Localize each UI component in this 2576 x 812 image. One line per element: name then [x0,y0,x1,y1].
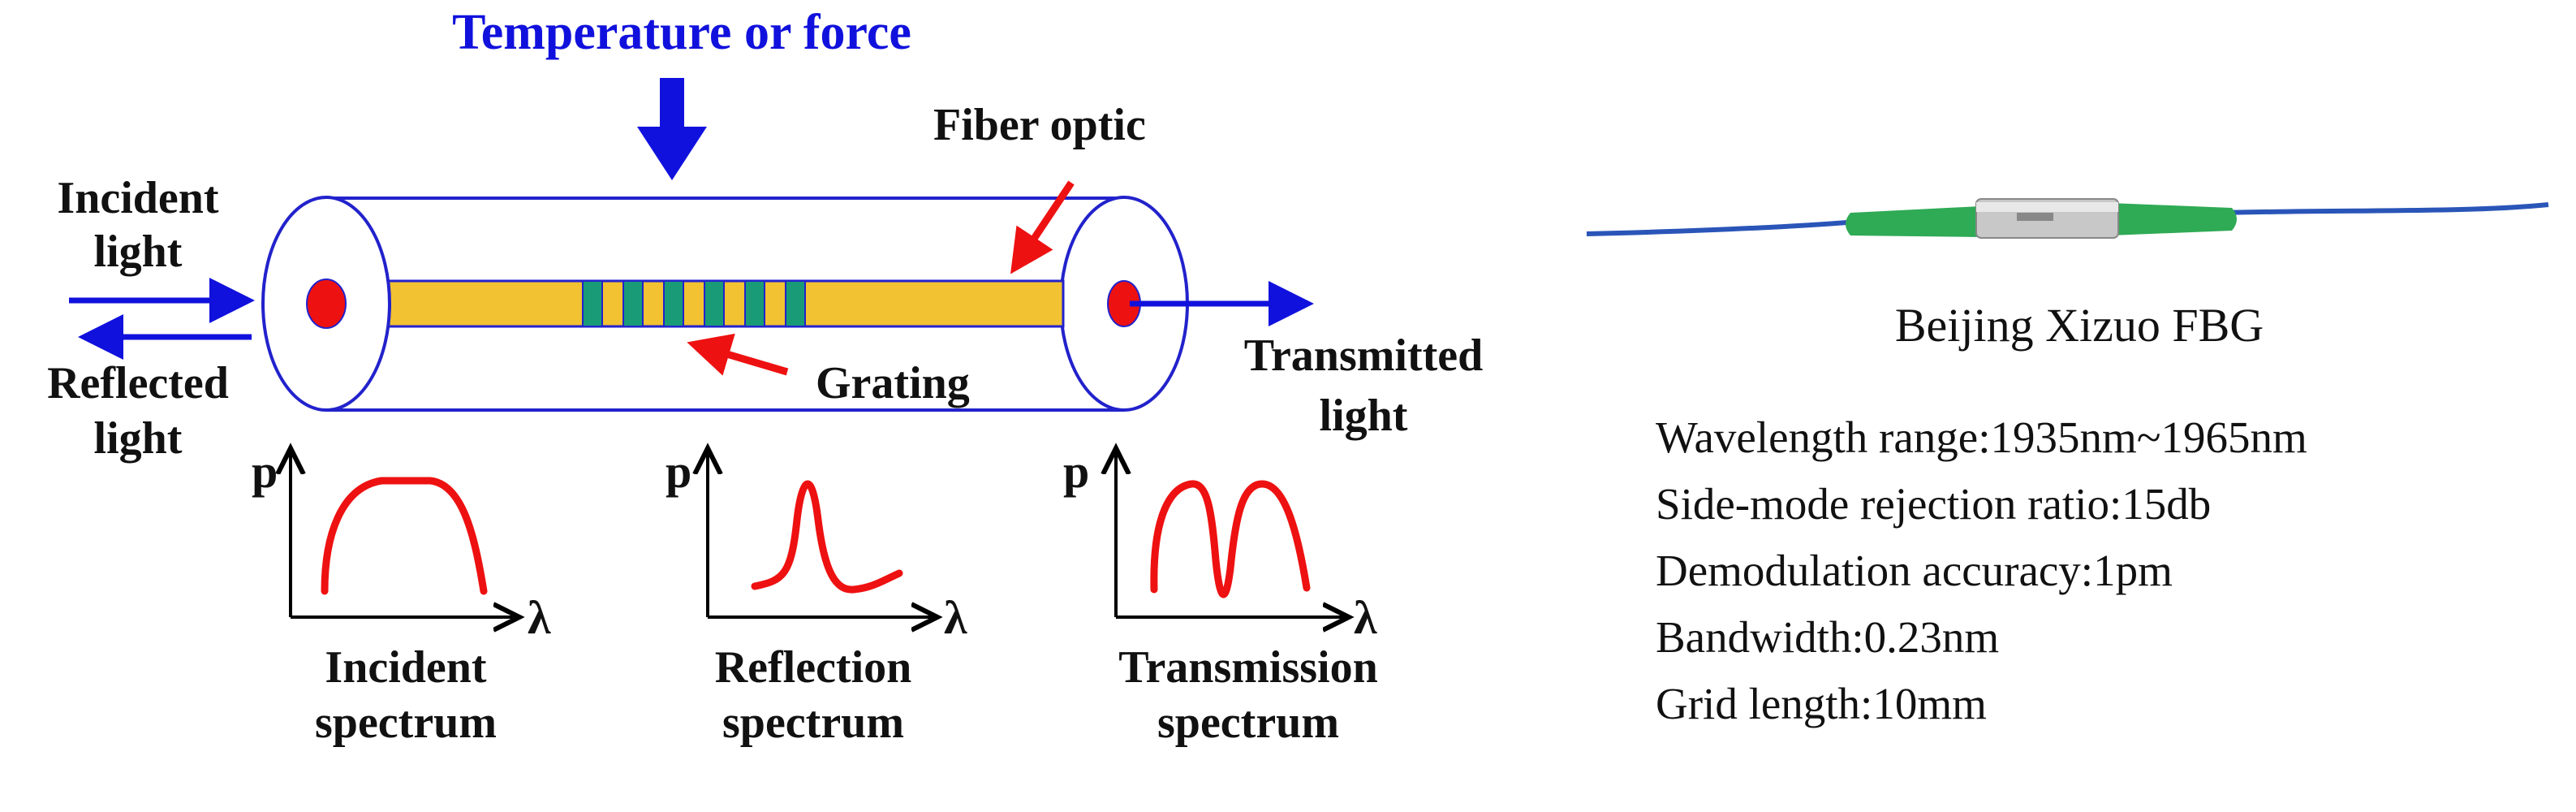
product-title: Beijing Xizuo FBG [1895,299,2264,352]
transmission-spectrum-plot: p λ Transmission spectrum [1063,445,1378,748]
spec-demodulation-accuracy: Demodulation accuracy:1pm [1656,546,2173,595]
incident-spectrum-curve [321,477,488,595]
spec-bandwidth: Bandwidth:0.23nm [1656,612,2000,662]
fiber-optic-pointer [1010,180,1075,274]
reflected-light-label-1: Reflected [47,358,229,408]
incident-x-axis-label: λ [528,591,551,644]
spec-side-mode-rejection: Side-mode rejection ratio:15db [1656,479,2212,529]
reflection-spectrum-label-2: spectrum [722,698,904,748]
core-dot-left [306,279,347,329]
grating-bars [582,280,806,327]
temperature-force-label: Temperature or force [452,5,911,60]
transmitted-light-label-1: Transmitted [1244,330,1484,381]
incident-spectrum-label-2: spectrum [315,698,497,748]
reflection-spectrum-curve [751,480,903,594]
incident-light-label-2: light [94,227,183,277]
spec-grid-length: Grid length:10mm [1656,679,1987,728]
spec-list: Wavelength range:1935nm~1965nm Side-mode… [1656,404,2307,737]
grating-label: Grating [816,358,970,408]
reflection-x-axis-label: λ [944,591,967,644]
transmission-spectrum-label-1: Transmission [1118,642,1377,693]
grating-pointer [687,333,789,376]
incident-y-axis-label: p [252,445,278,498]
transmission-spectrum-curve [1150,480,1311,598]
spec-wavelength-range: Wavelength range:1935nm~1965nm [1656,412,2307,462]
reflected-light-label-2: light [94,413,183,464]
force-arrow [637,78,707,180]
incident-light-label-1: Incident [57,173,218,223]
reflection-spectrum-label-1: Reflection [715,642,912,693]
incident-spectrum-label-1: Incident [325,642,486,693]
transmission-y-axis-label: p [1063,445,1089,498]
transmitted-light-label-2: light [1320,391,1408,441]
fbg-product-image [1586,198,2549,239]
fiber-cylinder [261,196,1189,412]
fiber-core [386,279,1065,328]
incident-spectrum-plot: p λ Incident spectrum [252,445,551,748]
reflection-y-axis-label: p [666,445,691,498]
fiber-optic-label: Fiber optic [933,100,1146,150]
reflection-spectrum-plot: p λ Reflection spectrum [666,445,967,748]
transmission-spectrum-label-2: spectrum [1157,698,1339,748]
transmission-x-axis-label: λ [1354,591,1377,644]
